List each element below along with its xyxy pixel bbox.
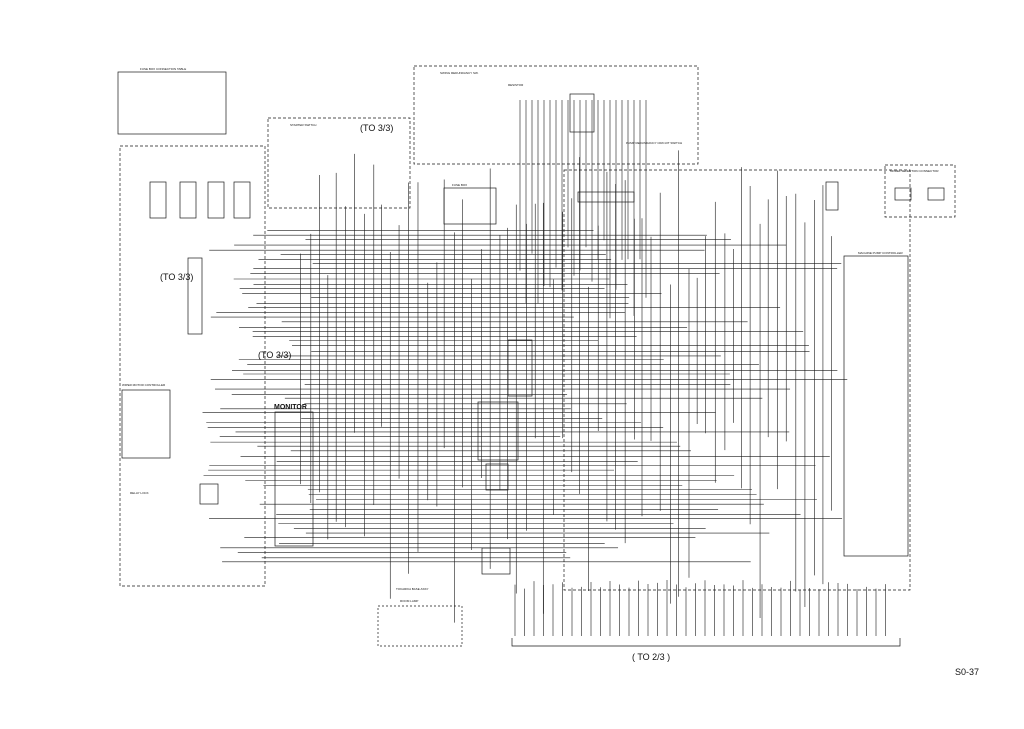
resistor-title: RESISTOR [508,83,524,87]
relay-1 [149,181,167,219]
monitor-title: MONITOR [274,404,307,411]
connector-cn-612 [477,401,519,461]
connector-cn-a2e [577,191,635,203]
wire-harness [202,100,886,636]
controller-area-frame [563,169,911,591]
to-3-3-top-label: (TO 3/3) [360,123,393,133]
model-sel-conn-2 [927,187,945,201]
connector-cn-201 [187,257,203,335]
model-selection-box [884,164,956,218]
swing-redundancy-title: SWING REDUNDANCY SW. [440,71,479,75]
to-3-3-left-label: (TO 3/3) [160,272,193,282]
connector-cn-606 [481,547,511,575]
starter-switch-title: STARTER SWITCH [290,123,316,127]
relay-area-frame [119,145,266,587]
room-lamp-title: ROOM LAMP [400,599,418,603]
fuse-box-connection-table [117,71,227,135]
to-3-3-mid-label: (TO 3/3) [258,350,291,360]
connector-cn-610 [507,339,533,397]
pump-controller-title: MACHINE PUMP CONTROLLER [858,251,903,255]
model-selection-title: MODEL SELECTION CONNECTOR [890,169,939,173]
relay-3 [207,181,225,219]
wiper-controller-title: WIPER MOTOR CONTROLLER [122,383,166,387]
to-2-3-bottom-label: ( TO 2/3 ) [632,652,670,662]
pump-controller-table [843,255,909,557]
connector-cn-614 [485,463,509,491]
starter-switch-panel [267,117,411,209]
fuse-box-title: FUSE BOX [452,183,467,187]
page-number: S0-37 [955,667,980,677]
base-assy-title: TOKARIKA BASE ASSY [396,587,428,591]
component-blocks [117,65,956,647]
bottom-connector-bracket [511,638,901,647]
connector-cn-a3e [569,93,595,133]
wiper-controller-table [121,389,171,459]
swing-redundancy-panel [413,65,699,165]
relay-lock-block [199,483,219,505]
monitor-block [274,411,314,547]
relay-2 [179,181,197,219]
model-sel-conn-1 [894,187,912,201]
relay-4 [233,181,251,219]
room-lamp-block [377,605,463,647]
connector-cn-410 [825,181,839,211]
relay-lock-title: RELAY LOCK [130,491,149,495]
fuse-table-title: FUSE BOX CONNECTION TABLE [140,67,186,71]
pump-redundancy-title: PUMP REDUNDANCY CIRCUIT SWITCH [626,141,682,145]
fuse-box [443,187,497,225]
